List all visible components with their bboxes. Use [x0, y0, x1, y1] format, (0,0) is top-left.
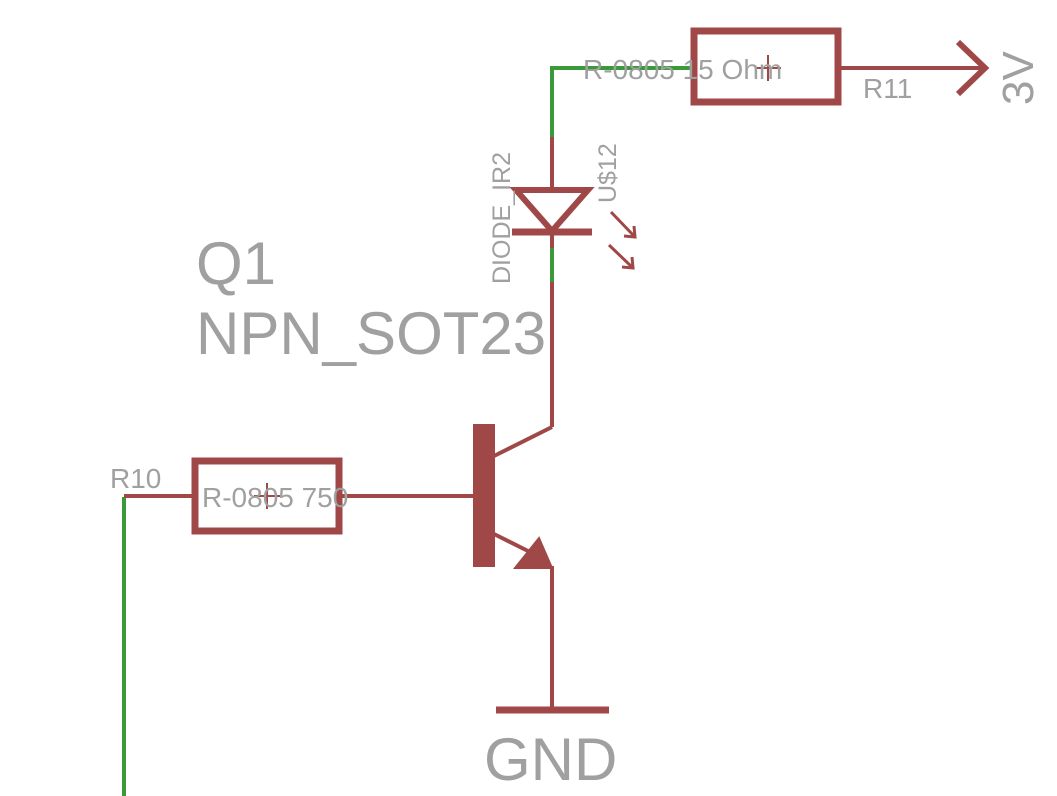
- supply-arrow-icon: [955, 39, 990, 97]
- resistor-r11[interactable]: [690, 27, 985, 106]
- supply-3v[interactable]: [955, 39, 990, 97]
- transistor-value-label: NPN_SOT23: [196, 300, 546, 367]
- nets: [122, 66, 693, 796]
- ground-label: GND: [484, 726, 617, 793]
- resistor-r10-name-label: R10: [110, 463, 161, 494]
- resistor-r10-value-label: R-0805 750: [202, 482, 348, 513]
- net-top-wire[interactable]: [550, 66, 693, 137]
- transistor-q1[interactable]: [339, 282, 554, 710]
- transistor-emitter-arrow-icon: [512, 536, 554, 569]
- labels: Q1 NPN_SOT23 DIODE_IR2 U$12 R-0805 15 Oh…: [110, 51, 1043, 793]
- diode-ir2[interactable]: [509, 137, 637, 270]
- diode-name-label: DIODE_IR2: [488, 152, 516, 284]
- diode-triangle-icon: [509, 187, 595, 236]
- diode-emission-arrows-icon: [607, 210, 637, 270]
- transistor-emitter-diag: [493, 532, 531, 554]
- diode-value-label: U$12: [594, 143, 622, 203]
- transistor-collector-diag: [493, 425, 553, 458]
- transistor-name-label: Q1: [196, 230, 276, 297]
- transistor-base-bar: [473, 424, 495, 567]
- resistor-r10[interactable]: [124, 457, 343, 535]
- resistor-r11-value-label: R-0805 15 Ohm: [583, 54, 782, 85]
- supply-3v-label: 3V: [994, 51, 1043, 105]
- resistor-r11-name-label: R11: [863, 73, 912, 104]
